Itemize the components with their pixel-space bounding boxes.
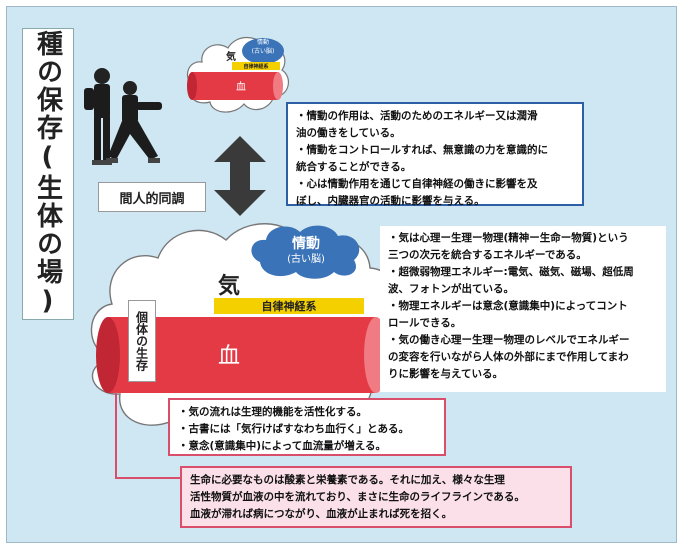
- flow-line: ・気の流れは生理的機能を活性化する。: [178, 406, 367, 418]
- emotion-sublabel: (古い脳): [287, 254, 325, 265]
- connector-line: [115, 392, 192, 479]
- life-line: 血液が滞れば病につながり、血液が止まれば死を招く。: [190, 508, 453, 520]
- double-arrow-icon: [214, 136, 266, 216]
- ki-info-box: ・気は心理ー生理ー物理(精神ー生命ー物質)という 三つの次元を統合するエネルギー…: [380, 226, 666, 392]
- ki-line: ・物理エネルギーは意念(意識集中)によってコント: [388, 300, 628, 312]
- emotion-info-box: ・情動の作用は、活動のためのエネルギー又は潤滑 油の働きをしている。 ・情動をコ…: [286, 102, 584, 207]
- life-line: 活性物質が血液の中を流れており、まさに生命のライフラインである。: [190, 491, 525, 503]
- ki-line: ・気は心理ー生理ー物理(精神ー生命ー物質)という: [388, 232, 629, 244]
- flow-line: ・古書には「気行けばすなわち血行く」とある。: [178, 423, 409, 435]
- autonomic-label: 自律神経系: [214, 298, 364, 314]
- emotion-line: 統合することができる。: [296, 161, 412, 173]
- small-emotion-label: 情動: [256, 39, 269, 46]
- flow-info-box: ・気の流れは生理的機能を活性化する。 ・古書には「気行けばすなわち血行く」とある…: [168, 398, 446, 456]
- blood-label: 血: [218, 344, 241, 369]
- ki-label: 気: [218, 274, 241, 299]
- ki-line: の変容を行いながら人体の外部にまで作用してまわ: [388, 351, 629, 363]
- ki-line: ロールできる。: [388, 317, 462, 329]
- emotion-line: ぼし、内臓器官の活動に影響を与える。: [296, 195, 485, 207]
- life-info-box: 生命に必要なものは酸素と栄養素である。それに加え、様々な生理 活性物質が血液の中…: [180, 466, 572, 528]
- ki-line: ・超微弱物理エネルギー:電気、磁気、磁場、超低周: [388, 266, 634, 278]
- small-autonomic-label: 自律神経系: [232, 62, 280, 70]
- small-blood-label: 血: [236, 82, 246, 93]
- small-emotion-bubble: [242, 38, 284, 64]
- ki-line: 三つの次元を統合するエネルギーである。: [388, 249, 587, 261]
- emotion-line: 油の働きをしている。: [296, 127, 401, 139]
- small-emotion-sublabel: (古い脳): [251, 48, 275, 55]
- page-title: 種の保存(生体の場): [22, 28, 74, 320]
- ki-line: ・気の働き心理ー生理ー物理のレベルでエネルギー: [388, 334, 630, 346]
- emotion-bubble: [251, 225, 360, 279]
- two-people-figure: [84, 68, 162, 165]
- emotion-line: ・情動をコントロールすれば、無意識の力を意識的に: [296, 144, 548, 156]
- emotion-line: ・心は情動作用を通じて自律神経の働きに影響を及: [296, 178, 538, 190]
- emotion-line: ・情動の作用は、活動のためのエネルギー又は潤滑: [296, 110, 538, 122]
- small-blood-vessel: [187, 72, 283, 100]
- life-line: 生命に必要なものは酸素と栄養素である。それに加え、様々な生理: [190, 474, 505, 486]
- ki-line: 波、フォトンが出ている。: [388, 283, 514, 295]
- individual-survival-label: 個体の生存: [128, 300, 156, 382]
- small-ki-label: 気: [226, 52, 236, 63]
- interpersonal-label: 間人的同調: [98, 182, 206, 212]
- ki-line: りに影響を与えている。: [388, 368, 503, 380]
- emotion-label: 情動: [292, 236, 320, 252]
- flow-line: ・意念(意識集中)によって血流量が増える。: [178, 440, 386, 452]
